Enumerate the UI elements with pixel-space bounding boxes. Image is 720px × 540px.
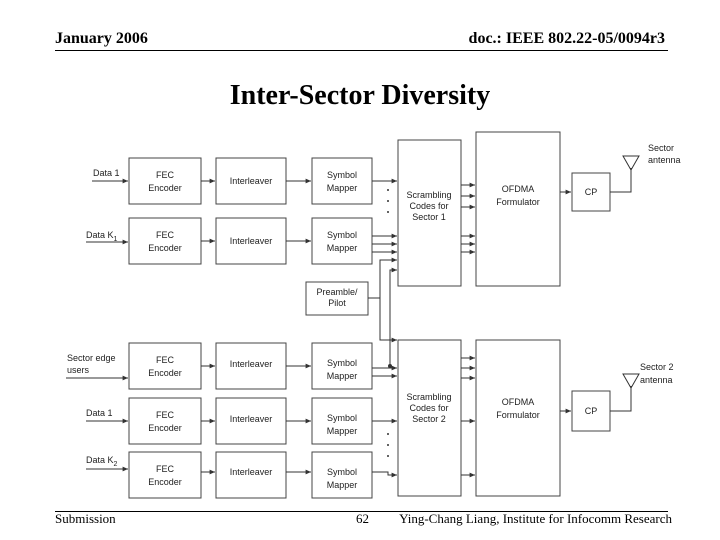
s1-scrambler-label-1: Scrambling: [406, 190, 451, 200]
s2-fec-label-3b: Encoder: [148, 477, 182, 487]
s2-mapper-label-1b: Mapper: [327, 371, 358, 381]
s2-ofdma-formulator: [475, 339, 561, 497]
s1-fec-encoder-1: [128, 157, 202, 205]
edge-user-crossfeed: [389, 267, 397, 366]
s2-interleaver-label-1: Interleaver: [230, 359, 273, 369]
s1-fec-label-2b: Encoder: [148, 243, 182, 253]
s1-interleaver-2: [215, 217, 287, 265]
s1-antenna-icon: [622, 155, 640, 172]
slide-title: Inter-Sector Diversity: [229, 80, 491, 111]
s1-ofdma-label-2: Formulator: [496, 197, 540, 207]
s1-fec-label-2a: FEC: [156, 230, 175, 240]
s1-scrambler-label-2: Codes for: [409, 201, 448, 211]
s2-scrambler-label-1: Scrambling: [406, 392, 451, 402]
s1-scrambler-ofdma-arrows: [461, 182, 475, 255]
s2-scrambler-label-3: Sector 2: [412, 414, 446, 424]
s2-fec-label-1b: Encoder: [148, 368, 182, 378]
s2-interleaver-1: [215, 342, 287, 390]
header-rule: [55, 50, 668, 51]
s2-mapper-label-2b: Mapper: [327, 426, 358, 436]
s1-mapper-label-2b: Mapper: [327, 243, 358, 253]
s2-interleaver-label-2: Interleaver: [230, 414, 273, 424]
preamble-pilot-block: [305, 281, 369, 316]
s2-mapper-label-3b: Mapper: [327, 480, 358, 490]
s2-scrambler-label-2: Codes for: [409, 403, 448, 413]
s1-cp-label: CP: [585, 187, 598, 197]
s2-antenna-label-2: antenna: [640, 375, 673, 385]
s2-input-data1: Data 1: [86, 408, 113, 418]
s2-input-edge-1: Sector edge: [67, 353, 116, 363]
s2-symbol-mapper-3: [311, 451, 373, 499]
s1-ofdma-formulator: [475, 131, 561, 287]
s1-antenna-label-2: antenna: [648, 155, 681, 165]
s2-fec-encoder-1: [128, 342, 202, 390]
preamble-label-1: Preamble/: [316, 287, 358, 297]
s1-symbol-mapper-1: [311, 157, 373, 205]
header-date: January 2006: [55, 30, 148, 47]
s2-row2-chain: Data 1 FEC Encoder Interleaver Symbol Ma…: [86, 397, 397, 445]
s2-antenna-label-1: Sector 2: [640, 362, 674, 372]
s1-scrambler: [397, 139, 462, 287]
s2-cp-block: [571, 390, 611, 432]
s2-fec-label-2b: Encoder: [148, 423, 182, 433]
footer-page-number: 62: [356, 511, 369, 526]
s1-input-datak: Data K1: [86, 230, 118, 243]
s2-cp-label: CP: [585, 406, 598, 416]
s1-fec-label-1b: Encoder: [148, 183, 182, 193]
s1-mapper-label-2a: Symbol: [327, 230, 357, 240]
s1-interleaver-1: [215, 157, 287, 205]
footer-submission: Submission: [55, 511, 116, 526]
s1-row2-chain: Data K1 FEC Encoder Interleaver Symbol M…: [86, 217, 397, 265]
s1-mapper-label-1b: Mapper: [327, 183, 358, 193]
s2-interleaver-label-3: Interleaver: [230, 467, 273, 477]
s1-antenna-label-1: Sector: [648, 143, 674, 153]
s1-row1-chain: Data 1 FEC Encoder Interleaver Symbol Ma…: [92, 157, 397, 205]
s2-symbol-mapper-2: [311, 397, 373, 445]
s1-input-data1: Data 1: [93, 168, 120, 178]
s1-interleaver-label-2: Interleaver: [230, 236, 273, 246]
s2-fec-label-3a: FEC: [156, 464, 175, 474]
preamble-feed-lines: [368, 257, 397, 343]
s2-fec-label-2a: FEC: [156, 410, 175, 420]
s1-fec-label-1a: FEC: [156, 170, 175, 180]
s2-ofdma-label-2: Formulator: [496, 410, 540, 420]
s2-mapper-label-1a: Symbol: [327, 358, 357, 368]
s2-ellipsis: [387, 433, 389, 457]
s2-scrambler-ofdma-arrows: [461, 355, 475, 478]
s1-symbol-mapper-2: [311, 217, 373, 265]
s1-interleaver-label-1: Interleaver: [230, 176, 273, 186]
footer-author: Ying-Chang Liang, Institute for Infocomm…: [399, 511, 672, 526]
s2-fec-label-1a: FEC: [156, 355, 175, 365]
preamble-label-2: Pilot: [328, 298, 346, 308]
s2-interleaver-2: [215, 397, 287, 445]
s1-ofdma-label-1: OFDMA: [502, 184, 535, 194]
s2-mapper-label-2a: Symbol: [327, 413, 357, 423]
s2-ofdma-label-1: OFDMA: [502, 397, 535, 407]
s2-row1-chain: Sector edge users FEC Encoder Interleave…: [66, 342, 397, 390]
s2-symbol-mapper-1: [311, 342, 373, 390]
footer-rule: [55, 511, 668, 512]
header-doc-id: doc.: IEEE 802.22-05/0094r3: [468, 30, 665, 47]
s2-interleaver-3: [215, 451, 287, 499]
s1-cp-block: [571, 172, 611, 212]
s1-fec-encoder-2: [128, 217, 202, 265]
s2-scrambler: [397, 339, 462, 497]
s2-fec-encoder-3: [128, 451, 202, 499]
s2-input-datak: Data K2: [86, 455, 118, 468]
s2-antenna-icon: [622, 373, 640, 390]
s1-mapper-label-1a: Symbol: [327, 170, 357, 180]
s2-fec-encoder-2: [128, 397, 202, 445]
s2-row3-chain: Data K2 FEC Encoder Interleaver Symbol M…: [86, 451, 397, 499]
s1-ellipsis: [387, 189, 389, 213]
s2-mapper-label-3a: Symbol: [327, 467, 357, 477]
s1-scrambler-label-3: Sector 1: [412, 212, 446, 222]
s2-input-edge-2: users: [67, 365, 90, 375]
